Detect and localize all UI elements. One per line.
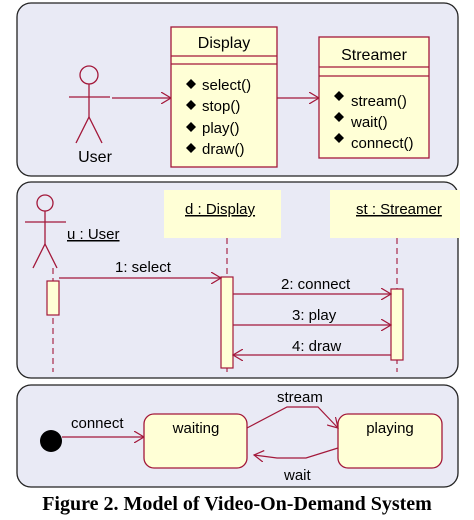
message-play: 3: play [233, 307, 391, 325]
transition-connect: connect [62, 415, 144, 437]
streamer-lifeline: st : Streamer [330, 190, 460, 372]
operation-item: play() [202, 120, 240, 137]
operation-item: draw() [202, 141, 245, 158]
stick-figure-icon [25, 194, 66, 269]
operation-item: stop() [202, 98, 240, 115]
lifeline-label: u : User [67, 226, 120, 243]
figure-caption: Figure 2. Model of Video-On-Demand Syste… [42, 493, 432, 515]
operation-item: wait() [350, 114, 388, 131]
operation-bullet-icon [186, 79, 196, 89]
class-name: Streamer [341, 47, 407, 64]
display-class: Display select() stop() play() draw() [170, 26, 278, 168]
message-label: 1: select [115, 259, 172, 276]
filled-circle-icon [40, 430, 62, 452]
operation-bullet-icon [186, 100, 196, 110]
activation-bar [390, 288, 404, 361]
streamer-class: Streamer stream() wait() connect() [318, 36, 430, 159]
message-label: 4: draw [292, 338, 341, 355]
operation-bullet-icon [186, 122, 196, 132]
state-name: waiting [172, 420, 220, 437]
state-waiting: waiting [143, 413, 248, 469]
message-connect: 2: connect [233, 276, 391, 294]
stick-figure-icon [69, 65, 110, 144]
operation-bullet-icon [334, 133, 344, 143]
operation-bullet-icon [186, 143, 196, 153]
transition-wait: wait [254, 447, 339, 484]
message-label: 2: connect [281, 276, 351, 293]
message-select: 1: select [59, 259, 221, 278]
transition-label: wait [283, 467, 312, 484]
message-draw: 4: draw [233, 338, 391, 355]
transition-stream: stream [246, 389, 338, 428]
activation-bar [46, 280, 60, 316]
state-name: playing [366, 420, 414, 437]
actor-name: User [78, 149, 112, 166]
transition-label: stream [277, 389, 323, 406]
operation-bullet-icon [334, 91, 344, 101]
operation-item: connect() [351, 135, 414, 152]
user-lifeline: u : User [25, 194, 120, 372]
transition-label: connect [71, 415, 124, 432]
state-playing: playing [337, 413, 443, 469]
message-label: 3: play [292, 307, 337, 324]
operation-bullet-icon [334, 112, 344, 122]
class-name: Display [198, 35, 250, 52]
lifeline-label: d : Display [185, 201, 256, 218]
operation-item: select() [202, 77, 251, 94]
user-actor: User [69, 65, 113, 166]
lifeline-label: st : Streamer [356, 201, 442, 218]
activation-bar [220, 276, 234, 369]
operation-item: stream() [351, 93, 407, 110]
display-lifeline: d : Display [164, 190, 281, 372]
